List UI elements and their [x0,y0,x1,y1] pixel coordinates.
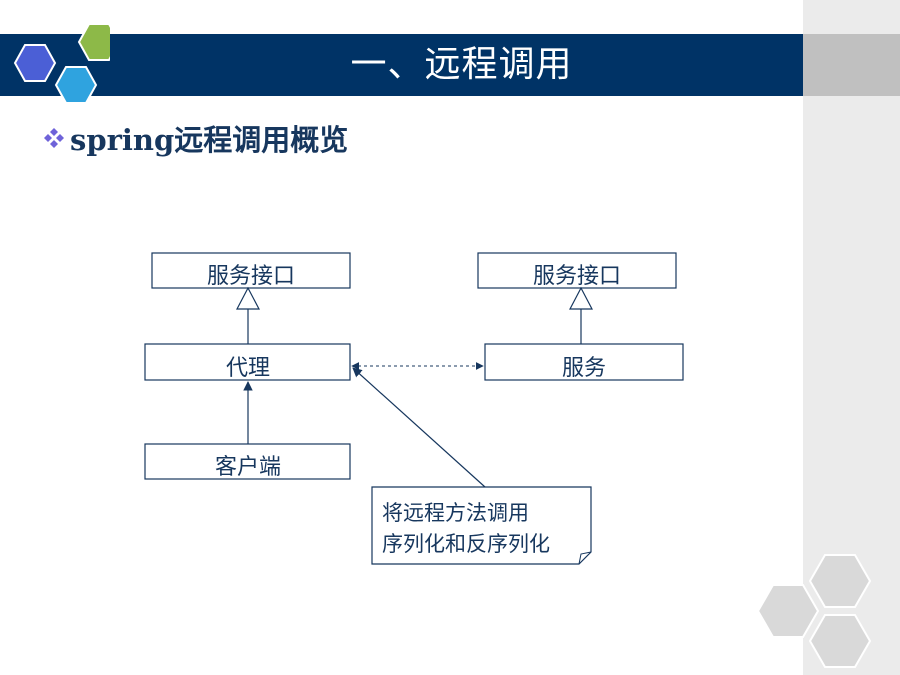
label-service: 服务 [562,356,606,381]
title-bar [0,34,803,96]
box-proxy: 代理 [144,343,351,381]
box-service-interface-left: 服务接口 [151,252,351,289]
hexagon-cyan [54,66,98,104]
hexagon-green [77,23,110,61]
hexagon-grey-bottom [808,614,872,668]
slide-subtitle: spring远程调用概览 [70,123,349,157]
label-service-interface-left: 服务接口 [207,264,295,289]
hexagon-grey-top [808,554,872,608]
diamond-bullet-icon [44,128,64,148]
note-text-line-2: 序列化和反序列化 [382,532,550,556]
hexagon-blue [13,44,57,82]
realization-arrow-right [569,286,593,344]
slide-title: 一、远程调用 [350,44,573,85]
hexagon-grey-left [756,584,820,638]
box-client: 客户端 [144,443,351,480]
label-client: 客户端 [215,455,281,480]
realization-arrow-left [236,286,260,344]
label-service-interface-right: 服务接口 [533,264,621,289]
subtitle-row: spring远程调用概览 [42,116,348,160]
note-text-line-1: 将远程方法调用 [382,501,529,525]
hexagon-logo [13,23,110,104]
box-service: 服务 [484,343,684,381]
box-service-interface-right: 服务接口 [477,252,677,289]
note-box: 将远程方法调用 序列化和反序列化 [371,486,592,565]
hexagon-decoration [756,554,872,668]
title-bar-grey-end [803,34,900,96]
note-pointer-line [352,367,486,488]
label-proxy: 代理 [226,356,270,381]
